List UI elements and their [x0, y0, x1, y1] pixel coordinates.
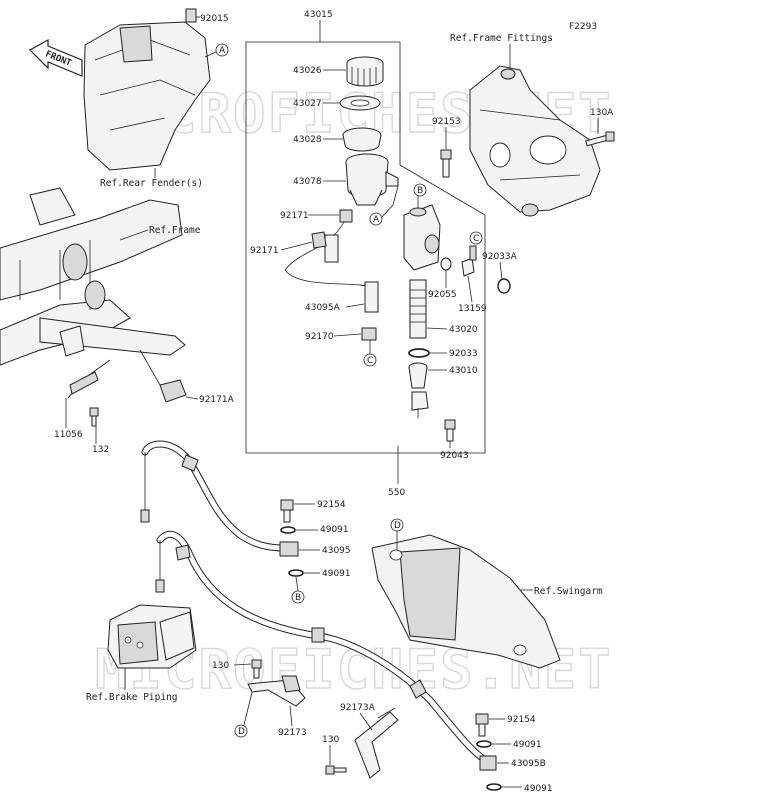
callout-c-2: C — [473, 234, 479, 244]
hose-43095a — [324, 234, 379, 313]
label-92171-a: 92171 — [280, 211, 309, 221]
banjo-bolt-92154-b — [475, 713, 489, 737]
ref-frame-fittings: Ref.Frame Fittings — [450, 33, 553, 44]
assembly-43015-box — [245, 41, 486, 454]
piston-43020 — [409, 279, 427, 339]
callout-b-2: B — [295, 593, 301, 603]
label-49091-a: 49091 — [320, 525, 349, 535]
washer-49091-b — [288, 569, 304, 577]
clamp-92171-1 — [339, 209, 353, 223]
callout-c-1: C — [367, 356, 373, 366]
callout-b-1: B — [417, 186, 423, 196]
callout-a-2: A — [373, 215, 380, 225]
frame-drawing — [0, 187, 186, 366]
snap-ring-92033 — [408, 348, 430, 358]
clamp-92173 — [247, 675, 306, 707]
label-550: 550 — [388, 488, 405, 498]
boot-43010 — [408, 362, 429, 418]
banjo-bolt-92154-a — [280, 499, 294, 523]
ref-rear-fender: Ref.Rear Fender(s) — [100, 178, 203, 189]
label-92171-b: 92171 — [250, 246, 279, 256]
label-92015: 92015 — [200, 14, 229, 24]
plate-43027 — [339, 95, 381, 111]
bolt-130-a — [251, 659, 262, 679]
bolt-92153 — [440, 149, 452, 178]
reservoir-cap-43026 — [346, 56, 384, 87]
label-92033: 92033 — [449, 349, 478, 359]
bolt-132 — [89, 407, 99, 427]
clamp-92170 — [361, 327, 377, 341]
label-130-b: 130 — [322, 735, 339, 745]
frame-fitting-drawing — [469, 65, 601, 217]
brake-hose-lower — [155, 530, 489, 764]
bolt-130a — [585, 131, 615, 147]
label-43095a: 43095A — [305, 303, 341, 313]
ref-swingarm: Ref.Swingarm — [534, 586, 603, 597]
label-43078: 43078 — [293, 177, 322, 187]
front-arrow-icon: FRONT — [29, 38, 83, 77]
label-43028: 43028 — [293, 135, 322, 145]
swingarm-drawing — [371, 534, 561, 669]
callout-d-1: D — [238, 727, 245, 737]
label-11056: 11056 — [54, 430, 83, 440]
label-92173a: 92173A — [340, 703, 376, 713]
label-132: 132 — [92, 445, 109, 455]
banjo-43095 — [279, 541, 299, 557]
reservoir-43078 — [345, 153, 399, 206]
clamp-92171a — [139, 349, 187, 403]
callout-d-circle-1 — [234, 724, 248, 738]
banjo-43095b — [479, 755, 497, 771]
label-92153: 92153 — [432, 117, 461, 127]
ref-frame: Ref.Frame — [149, 225, 201, 236]
figure-code: F2293 — [569, 22, 597, 32]
label-43020: 43020 — [449, 325, 478, 335]
label-130-a: 130 — [212, 661, 229, 671]
label-43027: 43027 — [293, 99, 322, 109]
diaphragm-43028 — [342, 127, 382, 152]
callout-a-1: A — [219, 46, 226, 56]
label-92055: 92055 — [428, 290, 457, 300]
washer-49091-c — [476, 740, 492, 748]
label-92173: 92173 — [278, 728, 307, 738]
callout-d-2: D — [394, 521, 401, 531]
clip-92033a — [497, 278, 511, 294]
label-92170: 92170 — [305, 332, 334, 342]
oring-92055 — [440, 257, 452, 271]
bolt-130-b — [325, 765, 347, 775]
label-43095: 43095 — [322, 546, 351, 556]
label-43010: 43010 — [449, 366, 478, 376]
label-92154-a: 92154 — [317, 500, 346, 510]
label-92171a: 92171A — [199, 395, 235, 405]
label-92043: 92043 — [440, 451, 469, 461]
washer-49091-d — [486, 783, 502, 791]
label-43026: 43026 — [293, 66, 322, 76]
clamp-92171-2 — [311, 231, 327, 249]
bracket-92173a — [354, 707, 399, 779]
washer-49091-a — [280, 526, 296, 534]
bolt-92043 — [444, 419, 456, 442]
brake-hose-upper — [140, 440, 289, 552]
master-cylinder-body — [403, 196, 441, 271]
rear-fender-drawing — [83, 8, 211, 171]
label-92033a: 92033A — [482, 252, 518, 262]
label-49091-d: 49091 — [524, 784, 553, 794]
callout-a-circle-1 — [215, 43, 229, 57]
callout-a-circle-2 — [369, 212, 383, 226]
label-49091-b: 49091 — [322, 569, 351, 579]
label-13159: 13159 — [458, 304, 487, 314]
callout-b-circle-1 — [413, 183, 427, 197]
label-43015: 43015 — [304, 10, 333, 20]
fitting-13159 — [461, 245, 477, 277]
ref-brake-piping: Ref.Brake Piping — [86, 692, 178, 703]
label-130a: 130A — [590, 108, 614, 118]
label-49091-c: 49091 — [513, 740, 542, 750]
abs-unit-drawing — [107, 604, 197, 669]
label-43095b: 43095B — [511, 759, 546, 769]
callout-c-circle-2 — [469, 231, 483, 245]
label-92154-b: 92154 — [507, 715, 536, 725]
